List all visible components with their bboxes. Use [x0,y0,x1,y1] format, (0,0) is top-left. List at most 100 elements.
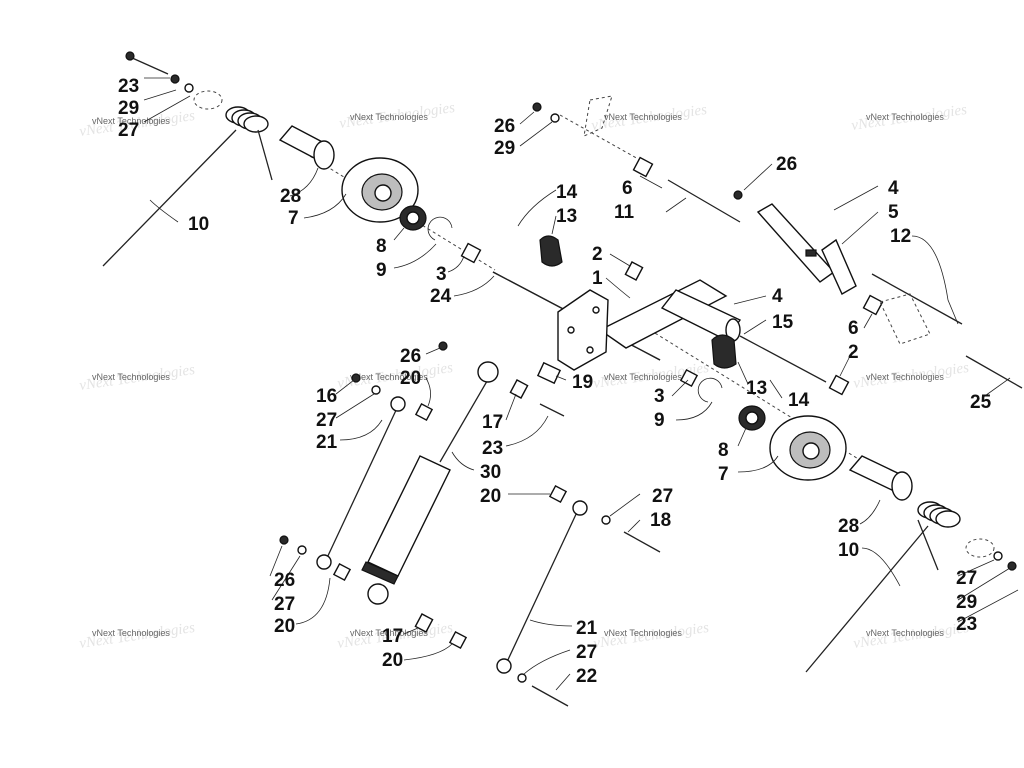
spacer-3-right [679,368,699,388]
spacer-2-upper [624,261,644,281]
washer-29-top [550,113,560,123]
bushing-19 [536,361,562,385]
callout-13: 13 [556,206,577,227]
callout-9: 9 [654,410,665,431]
callout-21: 21 [576,618,598,639]
watermark-text: vNext Technologies [350,372,428,382]
bolt-23-top-left [125,51,169,75]
callout-9: 9 [376,260,387,281]
callout-3: 3 [654,386,665,407]
watermark-text: vNext Technologies [866,112,944,122]
callout-15: 15 [772,312,794,333]
hidden-outline [193,90,223,110]
callout-labels: 23 29 27 28 7 10 8 9 3 24 26 29 6 11 14 … [118,76,992,687]
callout-23: 23 [956,614,977,635]
nut-26-top [532,102,542,112]
callout-29: 29 [118,98,139,119]
bumper-13-lower [711,334,737,369]
parts-layer [102,51,1023,707]
callout-5: 5 [888,202,899,223]
callout-7: 7 [718,464,729,485]
callout-17: 17 [382,626,403,647]
bushing-20-left [332,562,352,582]
callout-8: 8 [718,440,729,461]
washer-27-lower [297,545,307,555]
callout-23: 23 [118,76,139,97]
idler-wheel-right [769,415,847,481]
callout-20: 20 [382,650,403,671]
callout-4: 4 [888,178,899,199]
watermark-text: vNext Technologies [92,628,170,638]
idler-wheel-left [341,157,419,223]
frame-outline [879,293,931,345]
torsion-spring-right [805,501,961,673]
callout-2: 2 [592,244,603,265]
torsion-spring-left [102,106,273,267]
callout-28: 28 [280,186,301,207]
callout-29: 29 [956,592,977,613]
bearing-8-left [399,205,427,231]
callout-12: 12 [890,226,911,247]
callout-20: 20 [480,486,501,507]
link-rod-21-left [316,396,406,570]
bolt-25 [965,355,1023,389]
nut-26-shock [438,341,448,351]
bolt-23-center [539,403,565,417]
shaft-15 [739,335,827,383]
callout-24: 24 [430,286,452,307]
washer-29-left [170,74,180,84]
bushing-17-lower [414,613,434,633]
callout-23: 23 [482,438,503,459]
callout-7: 7 [288,208,299,229]
spacer-2-lower [828,374,850,396]
callout-29: 29 [494,138,515,159]
leader-lines [143,77,1019,691]
callout-20: 20 [274,616,295,637]
bushing-17-upper [509,379,529,399]
callout-22: 22 [576,666,597,687]
bushing-28-left [278,125,335,170]
callout-3: 3 [436,264,447,285]
callout-2: 2 [848,342,859,363]
watermark-text: vNext Technologies [350,628,428,638]
callout-26: 26 [274,570,295,591]
watermark-text: vNext Technologies [604,372,682,382]
bushing-28-right [848,455,913,501]
callout-27: 27 [576,642,597,663]
watermark-text: vNext Technologies [866,372,944,382]
frame-outline [583,95,613,137]
callout-6: 6 [848,318,859,339]
bracket-5 [756,203,857,295]
callout-26: 26 [494,116,515,137]
callout-19: 19 [572,372,593,393]
callout-20: 20 [400,368,421,389]
washer-27-left [184,83,194,93]
watermark-text: vNext Technologies [866,628,944,638]
washer-27-mid [601,515,611,525]
watermark-text: vNext Technologies [92,116,170,126]
callout-14: 14 [556,182,578,203]
callout-26: 26 [400,346,421,367]
callout-30: 30 [480,462,501,483]
link-rod-21-right [496,500,588,674]
nut-26-lower [279,535,289,545]
callout-26: 26 [776,154,797,175]
bushing-20-lower [448,630,468,650]
bushing-20-upper [414,402,434,422]
watermark-text: vNext Technologies [92,372,170,382]
callout-27: 27 [956,568,977,589]
pivot-arm [557,279,742,371]
bolt-12 [871,273,963,325]
bushing-20-mid [548,484,568,504]
callout-27: 27 [652,486,673,507]
callout-10: 10 [188,214,209,235]
callout-21: 21 [316,432,338,453]
callout-10: 10 [838,540,859,561]
washer-27-right [993,551,1003,561]
callout-27: 27 [316,410,337,431]
callout-16: 16 [316,386,337,407]
callout-18: 18 [650,510,671,531]
callout-8: 8 [376,236,387,257]
bearing-8-right [738,405,766,431]
